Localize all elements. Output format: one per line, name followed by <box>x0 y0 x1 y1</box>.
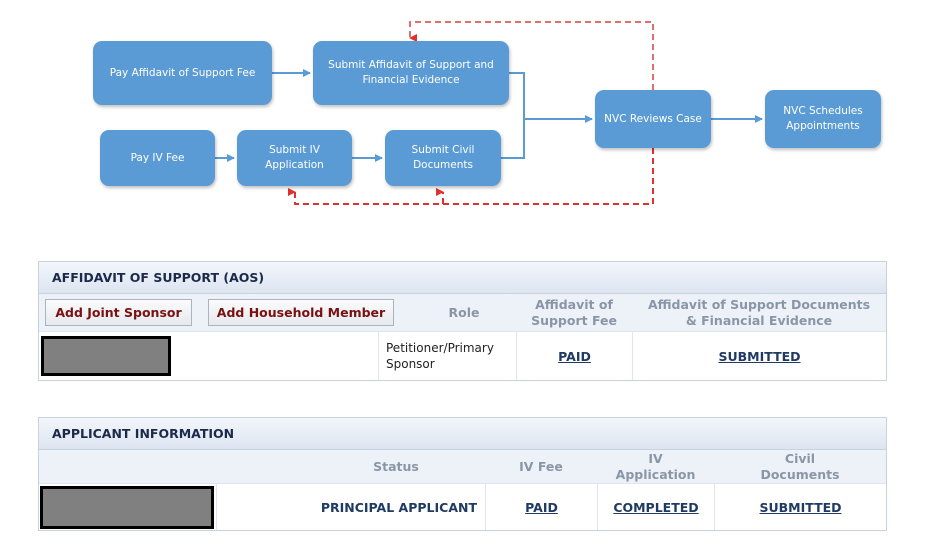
iv-fee-paid-link[interactable]: PAID <box>525 499 558 515</box>
connector-aos-to-review <box>509 72 525 119</box>
add-joint-sponsor-button[interactable]: Add Joint Sponsor <box>45 299 192 326</box>
aos-col-fee: Affidavit of Support Fee <box>531 296 617 328</box>
step-pay-aos-fee: Pay Affidavit of Support Fee <box>93 41 272 105</box>
applicant-name-cell <box>39 484 216 530</box>
applicant-col-civil-documents: Civil Documents <box>760 450 840 482</box>
sponsor-role: Petitioner/Primary Sponsor <box>378 332 516 380</box>
aos-docs-status-cell: SUBMITTED <box>632 332 886 380</box>
connector-civil-to-review <box>501 119 525 159</box>
civil-documents-status-cell: SUBMITTED <box>714 484 886 530</box>
step-submit-civil-documents: Submit Civil Documents <box>385 130 501 186</box>
aos-col-role: Role <box>448 304 480 320</box>
aos-fee-paid-link[interactable]: PAID <box>558 348 591 364</box>
step-nvc-schedules-appointments: NVC Schedules Appointments <box>765 90 881 148</box>
step-pay-iv-fee: Pay IV Fee <box>100 130 215 186</box>
aos-col-docs: Affidavit of Support Documents & Financi… <box>647 296 871 328</box>
aos-header-row: Add Joint Sponsor Add Household Member R… <box>39 294 886 331</box>
step-nvc-reviews-case: NVC Reviews Case <box>595 90 711 148</box>
applicant-row: PRINCIPAL APPLICANT PAID COMPLETED SUBMI… <box>39 483 886 530</box>
redacted-name <box>40 485 214 529</box>
iv-fee-status-cell: PAID <box>485 484 597 530</box>
applicant-status: PRINCIPAL APPLICANT <box>216 484 485 530</box>
redacted-name <box>41 336 171 376</box>
applicant-panel-title: APPLICANT INFORMATION <box>39 418 886 450</box>
iv-application-completed-link[interactable]: COMPLETED <box>613 499 699 515</box>
sponsor-name-cell <box>39 332 378 380</box>
applicant-col-iv-application: IV Application <box>615 450 696 482</box>
aos-fee-status-cell: PAID <box>516 332 632 380</box>
applicant-header-row: Status IV Fee IV Application Civil Docum… <box>39 450 886 483</box>
civil-documents-submitted-link[interactable]: SUBMITTED <box>759 499 842 515</box>
add-household-member-button[interactable]: Add Household Member <box>208 299 394 326</box>
applicant-col-iv-fee: IV Fee <box>519 458 563 474</box>
step-submit-aos: Submit Affidavit of Support and Financia… <box>313 41 509 105</box>
step-submit-iv-application: Submit IV Application <box>237 130 352 186</box>
aos-panel: AFFIDAVIT OF SUPPORT (AOS) Add Joint Spo… <box>38 261 887 381</box>
aos-docs-submitted-link[interactable]: SUBMITTED <box>718 348 801 364</box>
aos-action-buttons: Add Joint Sponsor Add Household Member <box>39 294 412 331</box>
flowchart-connectors <box>215 21 763 205</box>
applicant-col-status: Status <box>373 458 419 474</box>
feedback-loop-top <box>409 21 654 90</box>
applicant-col-name <box>39 450 307 483</box>
feedback-loop-bottom <box>288 148 654 205</box>
applicant-panel: APPLICANT INFORMATION Status IV Fee IV A… <box>38 417 887 531</box>
aos-sponsor-row: Petitioner/Primary Sponsor PAID SUBMITTE… <box>39 331 886 380</box>
aos-panel-title: AFFIDAVIT OF SUPPORT (AOS) <box>39 262 886 294</box>
iv-application-status-cell: COMPLETED <box>597 484 714 530</box>
